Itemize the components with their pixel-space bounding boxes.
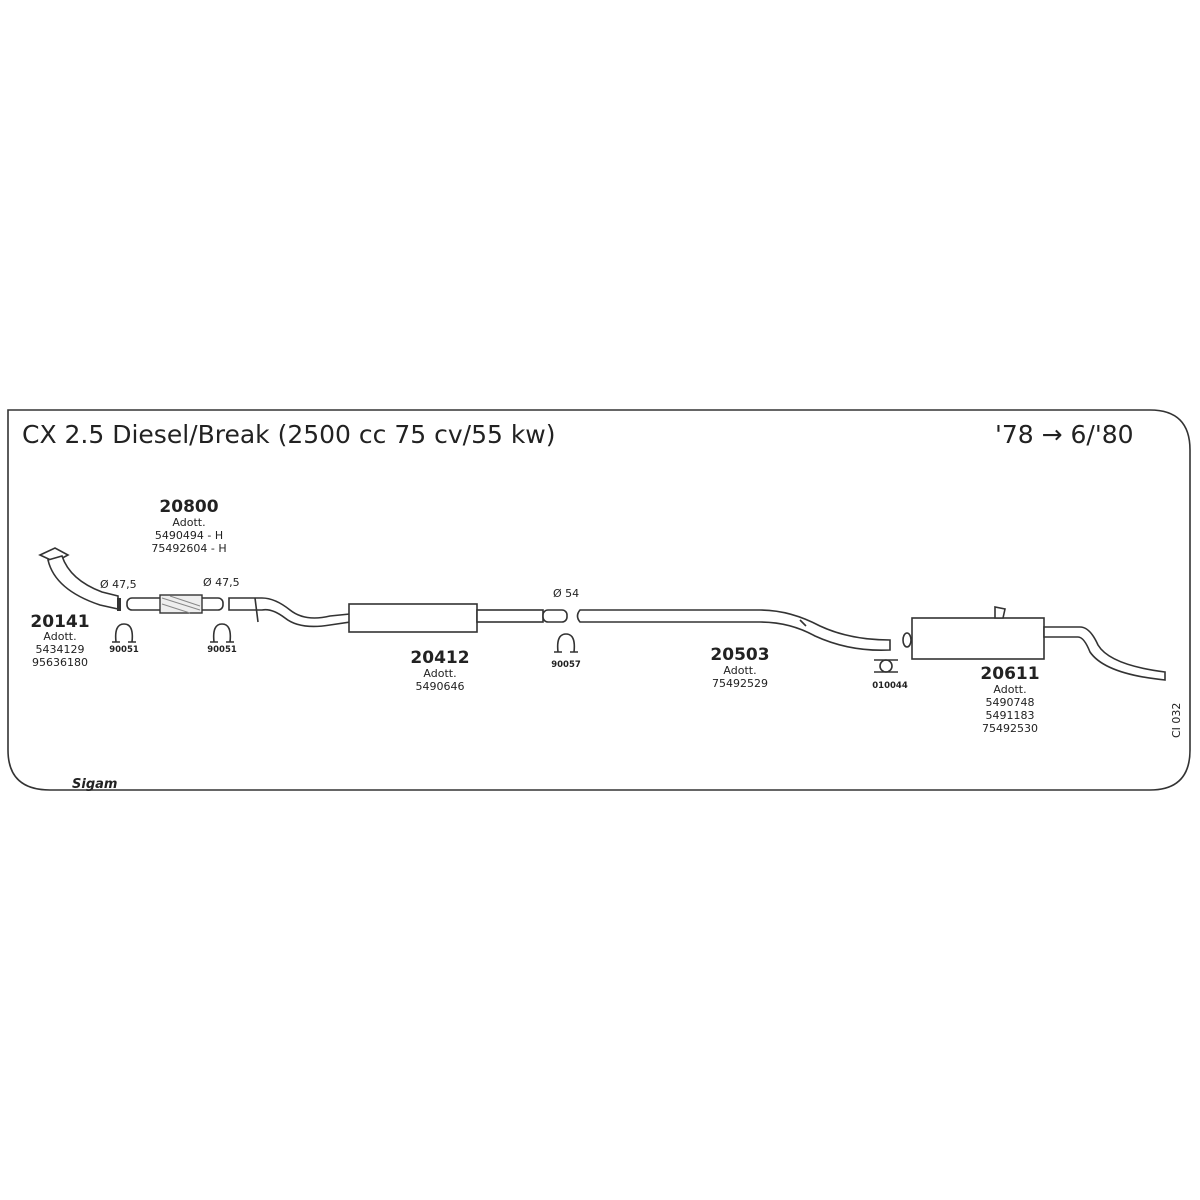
part-label-20800: 20800 Adott. 5490494 - H 75492604 - H (151, 497, 226, 555)
svg-text:20800: 20800 (159, 497, 218, 517)
svg-text:Adott.: Adott. (423, 667, 456, 680)
diagram-frame (7, 409, 1191, 791)
diameter-label: Ø 47,5 (203, 576, 240, 589)
part-label-20141: 20141 Adott. 5434129 95636180 (30, 612, 89, 669)
clamp-icon (554, 633, 578, 653)
flange-clamp-icon (874, 659, 898, 673)
svg-text:20611: 20611 (980, 664, 1039, 684)
svg-text:20141: 20141 (30, 612, 89, 632)
tail-pipe-20503 (542, 609, 891, 652)
clamp-icon (112, 623, 136, 643)
diameter-label: Ø 54 (553, 587, 579, 600)
clamp-label: 90051 (207, 645, 237, 655)
brand-logo: Sigam (72, 777, 117, 792)
clamp-label: 010044 (872, 681, 908, 691)
clamp-label: 90051 (109, 645, 139, 655)
svg-text:Adott.: Adott. (993, 683, 1026, 696)
part-label-20611: 20611 Adott. 5490748 5491183 75492530 (980, 664, 1039, 735)
svg-text:Adott.: Adott. (172, 516, 205, 529)
clamp-icon (210, 623, 234, 643)
svg-text:Adott.: Adott. (723, 664, 756, 677)
svg-text:20503: 20503 (710, 645, 769, 665)
svg-text:5491183: 5491183 (986, 709, 1035, 722)
svg-text:20412: 20412 (410, 648, 469, 668)
clamp-label: 90057 (551, 660, 581, 670)
flex-pipe-20800 (126, 594, 224, 614)
svg-text:5434129: 5434129 (36, 643, 85, 656)
svg-text:75492529: 75492529 (712, 677, 768, 690)
svg-text:95636180: 95636180 (32, 656, 88, 669)
part-label-20412: 20412 Adott. 5490646 (410, 648, 469, 693)
part-label-20503: 20503 Adott. 75492529 (710, 645, 769, 690)
front-pipe-20141 (38, 547, 121, 611)
svg-text:75492604 - H: 75492604 - H (151, 542, 226, 555)
year-range: '78 → 6/'80 (995, 420, 1134, 449)
svg-text:5490748: 5490748 (986, 696, 1035, 709)
svg-text:5490494 - H: 5490494 - H (155, 529, 223, 542)
diagram-code: CI 032 (1170, 703, 1183, 738)
svg-text:Adott.: Adott. (43, 630, 76, 643)
muffler-20412 (228, 597, 544, 633)
model-title: CX 2.5 Diesel/Break (2500 cc 75 cv/55 kw… (22, 420, 556, 449)
svg-text:5490646: 5490646 (416, 680, 465, 693)
svg-text:75492530: 75492530 (982, 722, 1038, 735)
rear-muffler-20611 (902, 606, 1166, 681)
diameter-label: Ø 47,5 (100, 578, 137, 591)
